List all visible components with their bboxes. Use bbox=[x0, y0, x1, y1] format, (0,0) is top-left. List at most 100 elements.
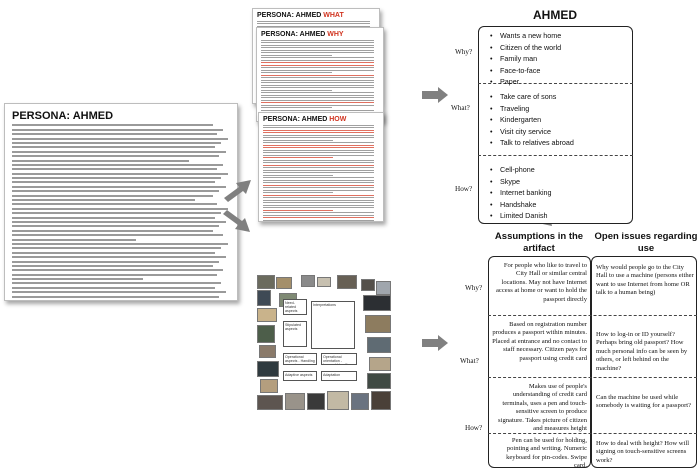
text-line bbox=[263, 144, 375, 146]
text-line bbox=[261, 64, 375, 66]
table-row-label-why: Why? bbox=[465, 284, 483, 292]
table-divider bbox=[488, 315, 697, 316]
flowchart-stipulated-box: Stipulated aspects bbox=[283, 321, 307, 347]
text-line bbox=[263, 142, 375, 143]
text-line bbox=[263, 132, 375, 133]
text-line bbox=[263, 139, 333, 141]
text-line bbox=[257, 25, 371, 27]
text-line bbox=[263, 147, 375, 148]
photo-tile bbox=[257, 325, 275, 343]
text-line bbox=[12, 216, 215, 219]
photo-tile bbox=[301, 275, 315, 287]
text-line bbox=[263, 162, 375, 163]
text-line bbox=[263, 209, 333, 211]
text-line bbox=[12, 159, 189, 162]
persona-how-document: PERSONA: AHMED HOW bbox=[258, 112, 384, 222]
assumption-how: Makes use of people's understanding of c… bbox=[498, 383, 587, 433]
text-line bbox=[12, 163, 224, 166]
text-line bbox=[261, 92, 375, 93]
photo-tile bbox=[276, 277, 292, 289]
text-line bbox=[261, 99, 375, 101]
open-issues-heading: Open issues regarding use bbox=[594, 231, 698, 254]
text-line bbox=[263, 192, 333, 193]
persona-why-body bbox=[261, 39, 379, 122]
text-line bbox=[12, 181, 215, 184]
photo-tile bbox=[365, 315, 391, 333]
text-line bbox=[263, 214, 375, 216]
photo-tile bbox=[367, 373, 391, 389]
assumption-what: Based on registration number produces a … bbox=[492, 321, 587, 362]
flowchart-interpretations-box: Interpretations bbox=[311, 301, 355, 349]
text-line bbox=[261, 52, 375, 53]
issue-how: Can the machine be used while somebody i… bbox=[596, 394, 692, 410]
flowchart-orientation-box: Operational orientation - Learned Handli… bbox=[321, 353, 357, 365]
row-label-how: How? bbox=[455, 185, 473, 193]
photo-tile bbox=[327, 391, 349, 410]
text-line bbox=[261, 74, 375, 76]
text-line bbox=[12, 199, 196, 202]
assumptions-heading: Assumptions in the artifact bbox=[494, 231, 584, 254]
photo-tile bbox=[317, 277, 331, 287]
summary-how-item: Internet banking bbox=[488, 187, 628, 199]
text-line bbox=[12, 124, 213, 127]
text-line bbox=[263, 134, 375, 136]
text-line bbox=[261, 72, 332, 73]
text-line bbox=[263, 172, 375, 173]
text-line bbox=[263, 177, 375, 178]
flowchart-operational-box: Operational aspects - Handling aspects bbox=[283, 353, 317, 365]
arrow-whatwhyhow-to-summary bbox=[422, 87, 448, 103]
assumption-how-extra: Pen can be used for holding, pointing an… bbox=[506, 437, 587, 470]
text-line bbox=[263, 204, 375, 206]
text-line bbox=[263, 129, 375, 131]
text-line bbox=[12, 278, 143, 281]
text-line bbox=[12, 300, 213, 301]
row-label-why: Why? bbox=[455, 48, 473, 56]
summary-why-list: Wants a new home Citizen of the world Fa… bbox=[488, 30, 628, 88]
summary-what-item: Take care of sons bbox=[488, 91, 628, 103]
photo-tile bbox=[285, 393, 305, 410]
text-line bbox=[263, 199, 375, 201]
table-row-label-what: What? bbox=[460, 357, 479, 365]
text-line bbox=[12, 286, 215, 289]
text-line bbox=[12, 150, 226, 153]
photo-tile bbox=[371, 391, 391, 410]
text-line bbox=[12, 273, 217, 276]
text-line bbox=[12, 137, 228, 140]
text-line bbox=[12, 212, 222, 215]
text-line bbox=[261, 104, 375, 106]
text-line bbox=[12, 128, 224, 131]
photo-tile bbox=[376, 281, 391, 295]
summary-what-item: Visit city service bbox=[488, 126, 628, 138]
text-line bbox=[263, 137, 375, 138]
photo-tile bbox=[351, 393, 369, 410]
text-line bbox=[261, 39, 375, 41]
text-line bbox=[261, 97, 375, 98]
summary-divider bbox=[478, 155, 633, 156]
text-line bbox=[263, 217, 375, 218]
persona-document-title: PERSONA: AHMED bbox=[12, 110, 114, 122]
photo-tile bbox=[361, 279, 375, 291]
issue-what: How to log-in or ID yourself? Perhaps br… bbox=[596, 331, 688, 372]
text-line bbox=[261, 87, 375, 88]
text-line bbox=[263, 152, 375, 153]
summary-what-item: Traveling bbox=[488, 103, 628, 115]
summary-how-item: Limited Danish bbox=[488, 210, 628, 222]
text-line bbox=[263, 159, 375, 161]
text-line bbox=[12, 229, 213, 232]
text-line bbox=[263, 189, 375, 191]
summary-why-item: Citizen of the world bbox=[488, 42, 628, 54]
text-line bbox=[263, 124, 375, 126]
text-line bbox=[261, 49, 375, 51]
summary-how-list: Cell-phone Skype Internet banking Handsh… bbox=[488, 164, 628, 222]
text-line bbox=[263, 184, 375, 186]
photo-tile bbox=[257, 290, 271, 306]
text-line bbox=[12, 234, 224, 237]
photo-tile bbox=[337, 275, 357, 289]
text-line bbox=[12, 172, 228, 175]
photo-tile bbox=[363, 295, 391, 311]
text-line bbox=[261, 44, 375, 46]
summary-why-item: Face-to-face bbox=[488, 65, 628, 77]
flowchart-adaptation-box: Adaptation bbox=[321, 371, 357, 381]
text-line bbox=[263, 202, 375, 203]
photo-tile bbox=[257, 395, 283, 410]
